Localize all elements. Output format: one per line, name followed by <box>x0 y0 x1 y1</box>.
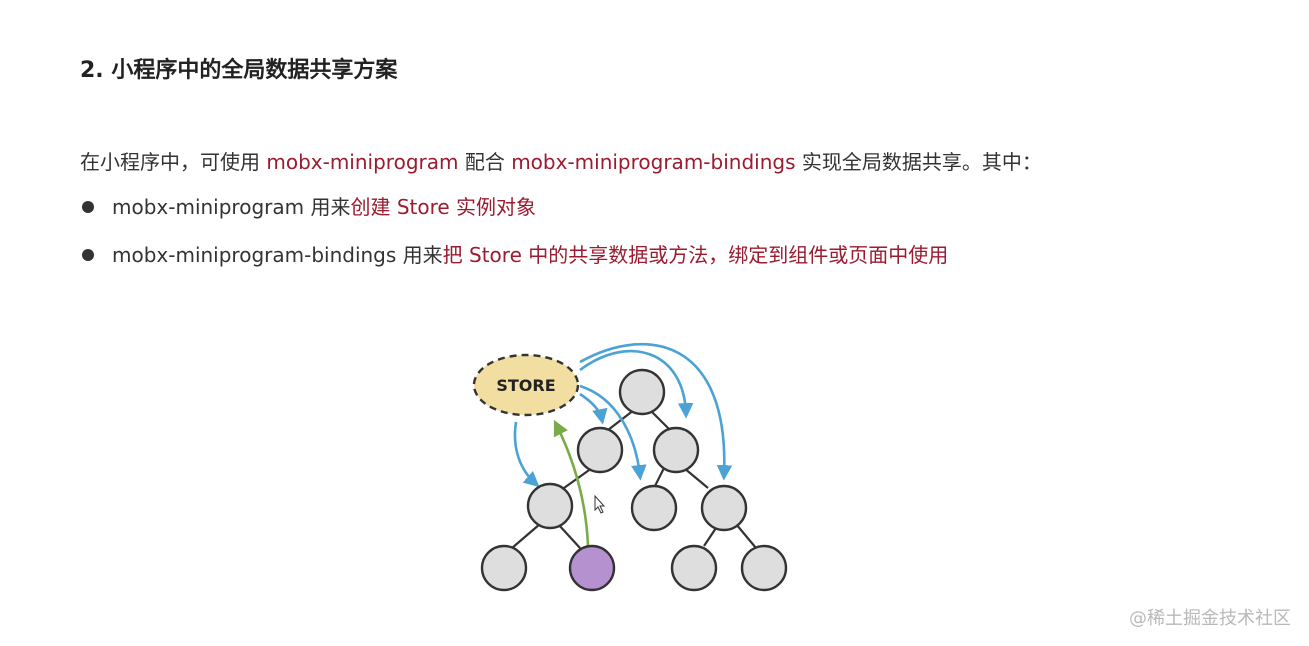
bullet-2-plain: mobx-miniprogram-bindings 用来 <box>112 243 443 267</box>
watermark: @稀土掘金技术社区 <box>1129 608 1291 629</box>
intro-text-3: 实现全局数据共享。其中： <box>795 150 1042 174</box>
arrow-store-to-right-top <box>579 349 694 419</box>
arrow-store-to-right-mid <box>579 342 733 481</box>
tree-node-level1-right <box>652 426 700 474</box>
tree-node-level2-middle <box>630 484 678 532</box>
mouse-cursor-icon <box>594 494 606 514</box>
tree-node-leaf-4 <box>740 544 788 592</box>
tree-node-root <box>618 368 666 416</box>
bullet-list: mobx-miniprogram 用来创建 Store 实例对象 mobx-mi… <box>80 194 948 290</box>
arrow-store-to-left-mid <box>513 421 540 488</box>
store-node <box>472 353 580 417</box>
intro-lib-mobx-miniprogram: mobx-miniprogram <box>266 150 459 174</box>
tree-node-level1-left <box>576 426 624 474</box>
intro-paragraph: 在小程序中，可使用 mobx-miniprogram 配合 mobx-minip… <box>80 146 1042 175</box>
arrow-store-to-mid-leaf <box>579 384 647 481</box>
bullet-1-highlight: 创建 Store 实例对象 <box>350 195 537 219</box>
intro-lib-mobx-miniprogram-bindings: mobx-miniprogram-bindings <box>511 150 796 174</box>
arrow-green-to-store <box>553 419 590 547</box>
blue-data-flow-arrows <box>513 342 733 488</box>
tree-node-level2-right <box>700 484 748 532</box>
tree-node-leaf-3 <box>670 544 718 592</box>
store-tree-diagram: STORE <box>472 342 788 592</box>
section-heading: 2. 小程序中的全局数据共享方案 <box>80 58 398 83</box>
store-label: STORE <box>496 376 555 395</box>
tree-node-leaf-1 <box>480 544 528 592</box>
bullet-item-1: mobx-miniprogram 用来创建 Store 实例对象 <box>80 194 948 220</box>
bullet-dot-icon <box>82 201 94 213</box>
bullet-dot-icon <box>82 249 94 261</box>
tree-node-leaf-active <box>568 544 616 592</box>
tree-nodes <box>480 368 788 592</box>
tree-edges <box>511 409 757 549</box>
bullet-1-plain: mobx-miniprogram 用来 <box>112 195 351 219</box>
intro-text-2: 配合 <box>458 150 512 174</box>
bullet-2-highlight: 把 Store 中的共享数据或方法，绑定到组件或页面中使用 <box>442 243 949 267</box>
arrow-store-to-child-a <box>579 392 608 425</box>
tree-node-level2-left <box>526 482 574 530</box>
intro-text-1: 在小程序中，可使用 <box>80 150 267 174</box>
bullet-item-2: mobx-miniprogram-bindings 用来把 Store 中的共享… <box>80 242 948 268</box>
